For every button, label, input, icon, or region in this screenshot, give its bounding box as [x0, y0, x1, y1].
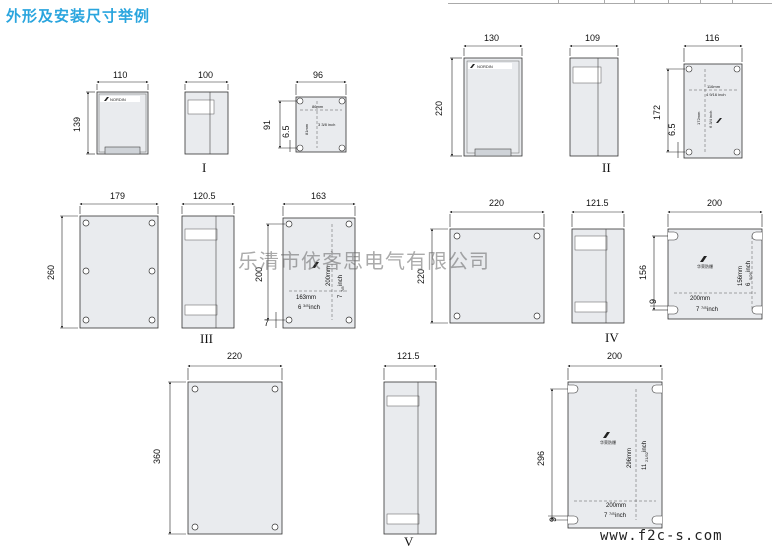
- hole-ii-w: 116mm: [707, 84, 721, 89]
- hole-iii-w: 163mm: [296, 295, 316, 301]
- hole-v-h: 296mm: [627, 448, 633, 468]
- dim-i-hole: 6.5: [281, 125, 291, 138]
- dim-iii-side-w: 120.5: [193, 191, 216, 201]
- group-i-back-view: 86mm 3 3/8 inch 81mm 96 91 6.5: [262, 70, 347, 153]
- logo-cn-iv: 华荣防爆: [697, 263, 713, 269]
- group-i: NORDIN 110 139 100 I 86mm: [72, 70, 347, 175]
- hole-i-w: 86mm: [312, 104, 324, 109]
- dim-i-back-w: 96: [313, 70, 323, 80]
- group-iv-back-view: 华荣防爆 200mm 7 7/8 inch 156mm 6 5/26 inch …: [638, 198, 763, 320]
- dim-v-side-w: 121.5: [397, 351, 420, 361]
- hole-iii-h: 200mm: [326, 266, 332, 286]
- hole-ii-h-in: 6 3/4 inch: [708, 111, 713, 128]
- group-iii-side-view: 120.5: [181, 191, 235, 329]
- hole-v-h-in-frac: 21/32: [644, 451, 649, 462]
- hole-iv-h-in-unit: inch: [746, 261, 752, 272]
- hole-iv-h-in-frac: 5/26: [748, 271, 753, 280]
- dim-ii-hole: 6.5: [667, 123, 677, 136]
- logo-text-ii: NORDIN: [477, 64, 493, 69]
- dim-iii-back-h: 200: [254, 267, 264, 282]
- dim-ii-back-w: 116: [705, 33, 719, 43]
- hole-v-h-in-unit: inch: [642, 441, 648, 452]
- group-ii-side-view: 109: [569, 33, 619, 157]
- group-v-back-view: 华荣防爆 200mm 7 7/8 inch 296mm 11 21/32 inc…: [536, 351, 663, 529]
- dim-i-front-h: 139: [72, 117, 82, 132]
- dim-iv-back-h: 156: [638, 265, 648, 280]
- dim-iv-front-h: 220: [416, 269, 426, 284]
- dim-v-back-h: 296: [536, 451, 546, 466]
- hole-iii-w-in-frac: 3/8: [303, 303, 309, 308]
- group-iii-back-view: 163mm 6 3/8 inch 200mm 7 7/8 inch 163 20…: [254, 191, 356, 329]
- dim-v-front-w: 220: [227, 351, 242, 361]
- hole-i-w-in: 3 3/8 inch: [318, 122, 335, 127]
- dim-ii-back-h: 172: [652, 105, 662, 120]
- watermark-url: www.f2c-s.com: [600, 528, 723, 544]
- dim-ii-front-h: 220: [434, 101, 444, 116]
- dim-v-back-w: 200: [607, 351, 622, 361]
- dim-v-hole: 9: [548, 517, 558, 522]
- hole-v-w: 200mm: [606, 503, 626, 509]
- dim-iii-front-h: 260: [46, 265, 56, 280]
- hole-iv-w-in-frac: 7/8: [701, 305, 707, 310]
- group-ii-front-view: NORDIN 130 220: [434, 33, 523, 157]
- logo-mark: [104, 97, 109, 101]
- dim-iv-front-w: 220: [489, 198, 504, 208]
- group-i-side-view: 100: [184, 70, 229, 155]
- group-iii: 179 260 120.5 III 163mm 6 3/8 inch: [46, 191, 356, 346]
- hole-iii-h-in-unit: inch: [338, 275, 344, 286]
- hole-v-w-in-frac: 7/8: [609, 511, 615, 516]
- group-ii-back-view: 116mm 4 9/16 inch 172mm 6 3/4 inch 116 1…: [652, 33, 743, 159]
- group-iv-front-view: 220 220: [416, 198, 545, 324]
- group-iii-front-view: 179 260: [46, 191, 159, 329]
- top-table-edge: [448, 0, 772, 4]
- hole-ii-h: 172mm: [696, 111, 701, 125]
- label-iii: III: [200, 331, 213, 346]
- hole-iv-h-in-whole: 6: [746, 282, 752, 286]
- group-iv: 220 220 121.5 IV 华荣防爆 200mm 7: [416, 198, 763, 345]
- logo-text: NORDIN: [110, 97, 126, 102]
- group-v-side-view: 121.5: [383, 351, 437, 535]
- hole-iii-h-in-frac: 7/8: [340, 286, 345, 292]
- hole-iv-w: 200mm: [690, 296, 710, 302]
- hole-iv-w-in-unit: inch: [707, 307, 718, 313]
- dim-ii-front-w: 130: [484, 33, 499, 43]
- label-iv: IV: [605, 330, 619, 345]
- hole-iv-h: 156mm: [738, 266, 744, 286]
- logo-cn-v: 华荣防爆: [600, 439, 616, 445]
- group-iv-side-view: 121.5: [571, 198, 625, 324]
- dim-iii-hole: 7: [264, 318, 269, 328]
- hole-v-w-in-unit: inch: [615, 513, 626, 519]
- dim-iv-hole: 9: [648, 299, 658, 304]
- dim-i-back-h: 91: [262, 120, 272, 130]
- hole-iii-h-in-whole: 7: [338, 294, 344, 298]
- hole-iii-w-in-unit: inch: [309, 305, 320, 311]
- dim-ii-side-w: 109: [585, 33, 600, 43]
- hole-iii-w-in-whole: 6: [298, 305, 302, 311]
- dim-v-front-h: 360: [152, 449, 162, 464]
- hole-v-h-in-whole: 11: [642, 463, 648, 470]
- dim-iv-side-w: 121.5: [586, 198, 609, 208]
- hole-ii-w-in: 4 9/16 inch: [706, 92, 726, 97]
- dim-iv-back-w: 200: [707, 198, 722, 208]
- group-v-front-view: 220 360: [152, 351, 283, 535]
- label-i: I: [202, 160, 206, 175]
- page-title: 外形及安装尺寸举例: [6, 7, 151, 25]
- group-v: 220 360 121.5 V 华荣防爆 200mm 7: [152, 351, 663, 548]
- dim-iii-back-w: 163: [311, 191, 326, 201]
- dim-i-side-w: 100: [198, 70, 213, 80]
- dim-iii-front-w: 179: [110, 191, 125, 201]
- hole-v-w-in-whole: 7: [604, 513, 608, 519]
- label-v: V: [404, 534, 414, 548]
- group-i-front-view: NORDIN 110 139: [72, 70, 149, 155]
- label-ii: II: [602, 160, 611, 175]
- watermark-text: 乐清市依客思电气有限公司: [238, 249, 490, 273]
- group-ii: NORDIN 130 220 109 II 116mm 4 9/16: [434, 33, 743, 175]
- hole-iv-w-in-whole: 7: [696, 307, 700, 313]
- hole-i-h: 81mm: [304, 123, 309, 135]
- dim-i-front-w: 110: [113, 70, 127, 80]
